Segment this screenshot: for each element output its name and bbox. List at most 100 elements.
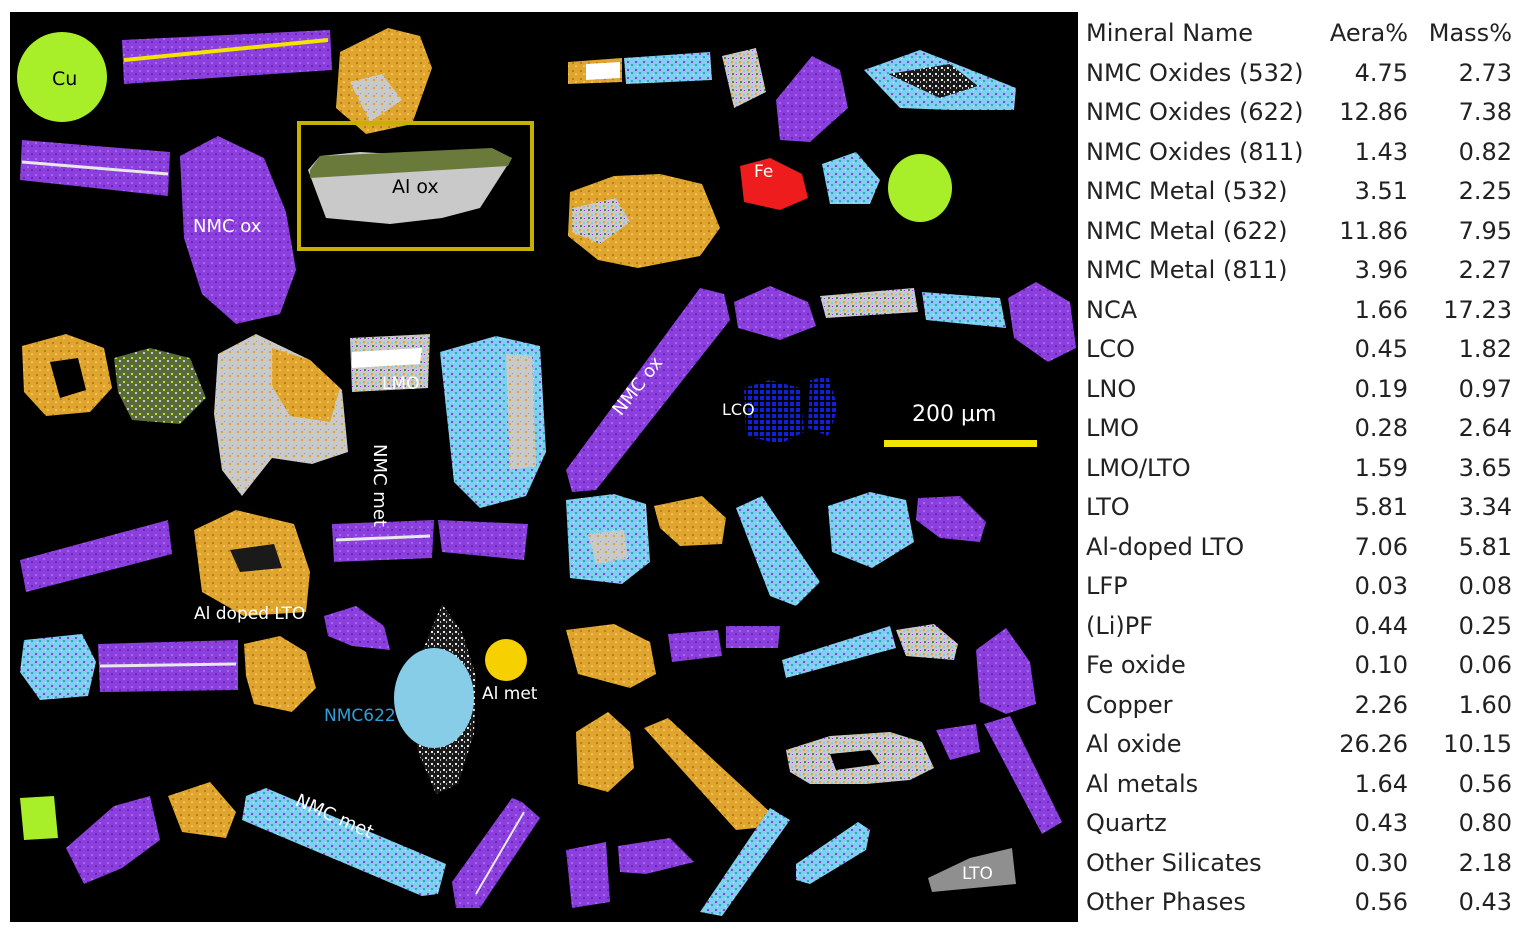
label-nmc-ox-1: NMC ox — [193, 216, 262, 237]
lto-rod — [644, 718, 770, 830]
row-area-percent: 3.51 — [1354, 177, 1408, 205]
row-mass-percent: 0.25 — [1458, 611, 1512, 640]
label-lto: LTO — [962, 864, 993, 884]
row-mass-percent: 2.18 — [1458, 848, 1512, 877]
header-mass: Mass% — [1428, 19, 1512, 47]
row-mineral-name: LNO — [1086, 374, 1137, 403]
label-al-doped-lto: Al doped LTO — [194, 604, 306, 624]
label-al-met: Al met — [482, 684, 538, 704]
nmc-ox-particle-3 — [66, 796, 160, 884]
row-mineral-name: Copper — [1086, 690, 1173, 719]
al-ox-highlight-box — [297, 121, 534, 251]
nmc-met-rod — [242, 788, 446, 896]
row-area-percent: 11.86 — [1339, 216, 1408, 245]
table-row: NCA 1.66 17.23 — [1086, 291, 1514, 331]
row-mass-percent: 3.65 — [1458, 453, 1512, 482]
row-mineral-name: Al oxide — [1086, 730, 1182, 758]
header-mineral-name: Mineral Name — [1086, 19, 1254, 47]
nmc622-particle — [394, 648, 474, 748]
nmc-met-rod-3 — [700, 808, 790, 916]
nmc-ox-particle-4 — [776, 56, 848, 142]
mixed-particle — [114, 348, 206, 424]
row-mass-percent: 1.60 — [1458, 690, 1512, 719]
row-mass-percent: 2.27 — [1458, 256, 1512, 284]
header-area: Aera% — [1329, 19, 1408, 47]
row-mass-percent: 10.15 — [1443, 730, 1512, 758]
row-mass-percent: 0.06 — [1458, 651, 1512, 679]
row-area-percent: 3.96 — [1354, 256, 1408, 284]
row-mineral-name: LMO/LTO — [1086, 453, 1191, 482]
row-mass-percent: 0.80 — [1458, 809, 1512, 837]
table-row: NMC Metal (622) 11.86 7.95 — [1086, 212, 1514, 252]
row-mass-percent: 2.73 — [1458, 58, 1512, 87]
lto-particle-6 — [568, 174, 720, 268]
cu-particle — [17, 32, 107, 122]
table-row: LNO 0.19 0.97 — [1086, 370, 1514, 410]
nmc-met-rod-2 — [736, 496, 820, 606]
label-lmo: LMO — [382, 374, 420, 394]
table-row: Al oxide 26.26 10.15 — [1086, 725, 1514, 765]
nmc-met-particle-2 — [20, 634, 96, 700]
lto-particle-7 — [566, 624, 656, 688]
lto-particle-8 — [576, 712, 634, 792]
row-mass-percent: 0.82 — [1458, 137, 1512, 166]
lco-particle — [744, 380, 804, 444]
row-mass-percent: 0.97 — [1458, 374, 1512, 403]
row-mass-percent: 5.81 — [1458, 532, 1512, 561]
row-area-percent: 1.43 — [1354, 137, 1408, 166]
cu-particle-3 — [888, 154, 952, 222]
row-mineral-name: NMC Metal (532) — [1086, 177, 1288, 205]
row-mineral-name: NCA — [1086, 295, 1138, 324]
nmc-ox-strip-3 — [332, 520, 434, 562]
row-mineral-name: Al metals — [1086, 769, 1199, 798]
row-mineral-name: Fe oxide — [1086, 651, 1186, 679]
row-area-percent: 0.28 — [1354, 414, 1408, 442]
table-row: NMC Metal (811) 3.96 2.27 — [1086, 251, 1514, 291]
row-mineral-name: NMC Metal (811) — [1086, 256, 1288, 284]
row-area-percent: 0.19 — [1354, 374, 1408, 403]
row-area-percent: 0.03 — [1354, 572, 1408, 600]
label-cu: Cu — [52, 68, 78, 90]
row-mineral-name: LTO — [1086, 493, 1130, 521]
row-mass-percent: 0.56 — [1458, 769, 1512, 798]
label-lco: LCO — [722, 400, 755, 419]
row-mineral-name: LMO — [1086, 414, 1139, 442]
label-al-ox: Al ox — [392, 176, 439, 198]
row-mass-percent: 0.08 — [1458, 572, 1512, 600]
row-area-percent: 7.06 — [1354, 532, 1408, 561]
row-area-percent: 26.26 — [1339, 730, 1408, 758]
cu-particle-2 — [20, 796, 58, 840]
row-area-percent: 1.66 — [1354, 295, 1408, 324]
table-row: Al-doped LTO 7.06 5.81 — [1086, 528, 1514, 568]
row-mass-percent: 0.43 — [1458, 888, 1512, 916]
lto-particle-9 — [928, 848, 1016, 892]
row-mass-percent: 7.95 — [1458, 216, 1512, 245]
scale-bar — [884, 440, 1037, 447]
lto-particle-3 — [244, 636, 316, 712]
row-mass-percent: 17.23 — [1443, 295, 1512, 324]
row-mineral-name: NMC Metal (622) — [1086, 216, 1288, 245]
nmc-ox-rod-4 — [984, 716, 1062, 834]
row-mass-percent: 1.82 — [1458, 335, 1512, 363]
row-mineral-name: Al-doped LTO — [1086, 532, 1245, 561]
nmc-ox-rod-2 — [452, 798, 540, 908]
al-met-particle — [485, 639, 527, 681]
label-fe: Fe — [754, 162, 774, 182]
nmc-ox-large — [180, 136, 296, 324]
row-mineral-name: LCO — [1086, 335, 1136, 363]
micrograph-panel: Cu Al ox NMC ox Fe LMO NMC met NMC ox LC… — [10, 12, 1078, 922]
row-mineral-name: Other Silicates — [1086, 848, 1262, 877]
